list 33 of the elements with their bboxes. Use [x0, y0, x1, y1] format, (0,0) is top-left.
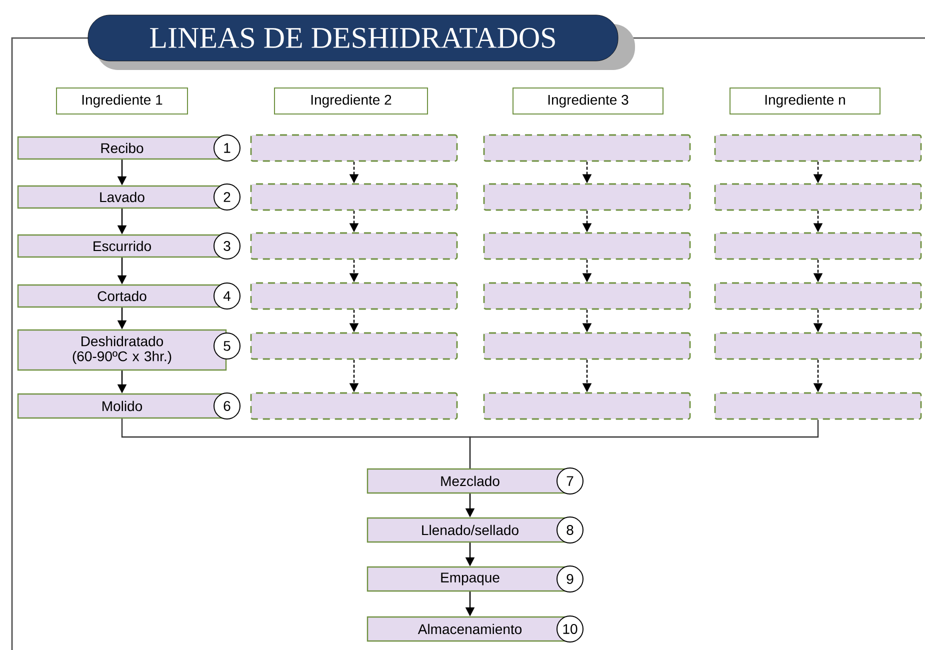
header-box: Ingrediente 2 [274, 88, 428, 114]
step-number: 2 [214, 184, 240, 210]
step-number: 8 [556, 516, 584, 544]
step-number: 4 [214, 282, 240, 310]
empty-step-box [714, 392, 922, 420]
step-number: 1 [214, 134, 240, 162]
empty-step-box [483, 232, 691, 260]
step-number: 9 [556, 566, 584, 592]
step-number: 5 [214, 332, 240, 360]
empty-step-box [483, 332, 691, 360]
empty-step-box [483, 183, 691, 211]
step-number: 6 [214, 392, 240, 420]
empty-step-box [714, 183, 922, 211]
empty-step-box [250, 392, 458, 420]
empty-step-box [714, 232, 922, 260]
empty-step-box [714, 134, 922, 162]
empty-step-box [250, 332, 458, 360]
empty-step-box [250, 232, 458, 260]
empty-step-box [483, 392, 691, 420]
header-box: Ingrediente n [730, 88, 881, 114]
empty-step-box [250, 282, 458, 310]
title-banner: LINEAS DE DESHIDRATADOS [88, 14, 635, 70]
step-number: 7 [556, 468, 584, 494]
empty-step-box [250, 134, 458, 162]
empty-step-box [250, 183, 458, 211]
empty-step-box [483, 134, 691, 162]
header-box: Ingrediente 1 [56, 88, 188, 114]
step-number: 10 [556, 616, 584, 642]
empty-step-box [714, 282, 922, 310]
empty-step-box [483, 282, 691, 310]
step-number: 3 [214, 232, 240, 260]
empty-step-box [714, 332, 922, 360]
header-box: Ingrediente 3 [512, 88, 664, 114]
